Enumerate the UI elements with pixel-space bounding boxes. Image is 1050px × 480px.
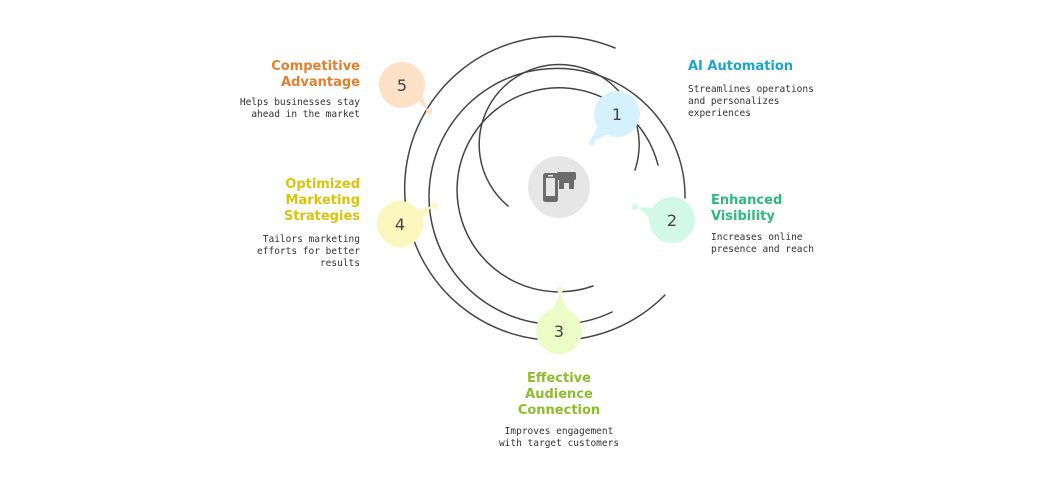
bubble-2-circle: [649, 197, 695, 243]
connector-dot-4: [432, 203, 438, 209]
item-1-description: Streamlines operations and personalizes …: [688, 84, 814, 120]
bubble-1-circle: [594, 91, 640, 137]
item-3-desc-line: with target customers: [498, 438, 620, 449]
item-3-title-line: Effective: [527, 371, 591, 386]
item-1-desc-line: Streamlines operations: [688, 84, 814, 95]
item-2-description: Increases online presence and reach: [711, 232, 814, 256]
phone-screen: [546, 178, 555, 196]
bubble-1-number: 1: [612, 105, 622, 124]
item-5-title: Competitive Advantage: [200, 59, 360, 91]
item-4-desc-line: efforts for better: [257, 246, 360, 257]
store-awning: [557, 172, 576, 180]
bubble-5: 5: [379, 62, 427, 110]
item-4-title-line: Optimized: [285, 177, 360, 192]
item-4-description: Tailors marketing efforts for better res…: [180, 234, 360, 270]
item-2-title-line: Visibility: [711, 209, 775, 224]
item-3-title: Effective Audience Connection: [479, 371, 639, 419]
item-5-description: Helps businesses stay ahead in the marke…: [180, 97, 360, 121]
item-4-title-line: Marketing: [285, 193, 360, 208]
item-5-desc-line: Helps businesses stay: [239, 97, 360, 108]
bubble-4-circle: [377, 201, 423, 247]
mobile-store-icon: [543, 172, 576, 202]
item-5-desc-line: ahead in the market: [251, 109, 360, 120]
item-1-desc-line: experiences: [688, 108, 751, 119]
item-4-desc-line: Tailors marketing: [262, 234, 360, 245]
spiral-arc: [428, 67, 686, 326]
connector-dot-2: [632, 204, 638, 210]
bubble-4-number: 4: [395, 215, 405, 234]
item-1-desc-line: and personalizes: [688, 96, 780, 107]
connector-dot-5: [426, 108, 432, 114]
bubble-5-circle: [379, 62, 425, 108]
item-5-title-line: Advantage: [281, 75, 360, 90]
bubble-3-number: 3: [554, 322, 564, 341]
item-3-description: Improves engagement with target customer…: [469, 426, 649, 450]
item-3-desc-line: Improves engagement: [504, 426, 614, 437]
bubble-4: 4: [377, 201, 432, 247]
item-3-title-line: Audience: [525, 387, 593, 402]
store-door: [564, 183, 569, 189]
bubble-5-number: 5: [397, 76, 407, 95]
bubble-3-circle: [536, 308, 582, 354]
center-hub: [528, 156, 590, 218]
item-4-desc-line: results: [319, 258, 360, 269]
item-4-title-line: Strategies: [283, 209, 360, 224]
item-2-desc-line: Increases online: [711, 232, 803, 243]
bubble-2-number: 2: [667, 211, 677, 230]
bubble-3: 3: [536, 294, 582, 354]
item-5-title-line: Competitive: [271, 59, 360, 74]
item-2-title: Enhanced Visibility: [711, 193, 782, 225]
item-1-title: AI Automation: [688, 59, 793, 75]
item-1-title-line: AI Automation: [688, 59, 794, 74]
bubble-2: 2: [638, 197, 695, 243]
bubble-3-tail: [552, 294, 568, 310]
item-2-desc-line: presence and reach: [711, 244, 814, 255]
connector-dot-3: [557, 287, 563, 293]
item-2-title-line: Enhanced: [711, 193, 783, 208]
phone-speaker: [548, 175, 553, 177]
item-4-title: Optimized Marketing Strategies: [200, 177, 360, 225]
bubble-1: 1: [588, 91, 640, 144]
item-3-title-line: Connection: [517, 403, 601, 418]
